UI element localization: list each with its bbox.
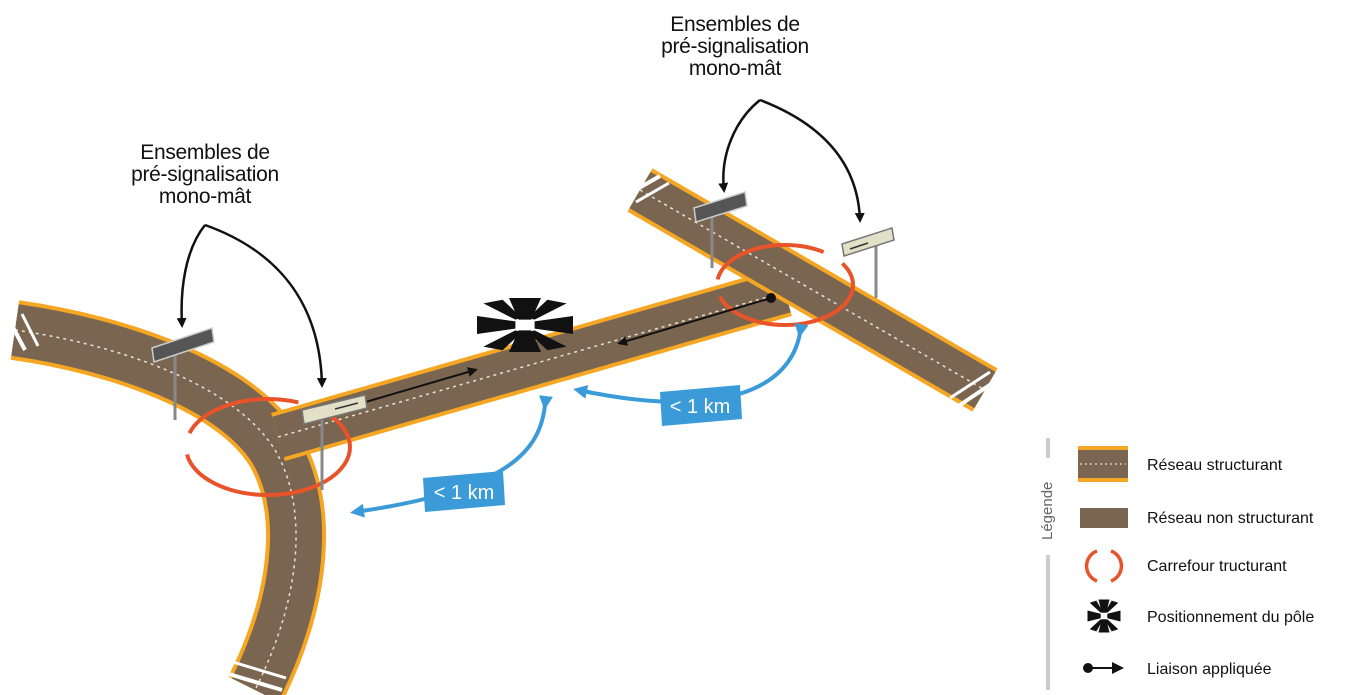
non-structuring-road-swatch bbox=[1080, 508, 1128, 528]
distance-badge-right: < 1 km bbox=[660, 385, 742, 426]
sign-left-dark bbox=[151, 327, 215, 420]
distance-arrow-left bbox=[350, 395, 553, 518]
road-end-cap bbox=[221, 670, 283, 692]
legend-label: Positionnement du pôle bbox=[1147, 609, 1314, 626]
callout-line: Ensembles de bbox=[140, 141, 270, 164]
red-ring-icon bbox=[1084, 549, 1124, 583]
legend-title: Légende bbox=[1039, 482, 1056, 540]
sign-right-light bbox=[841, 227, 895, 298]
pole-burst-icon bbox=[477, 298, 573, 352]
callout-line: pré-signalisation bbox=[131, 163, 279, 186]
sign-right-dark bbox=[693, 191, 748, 268]
dot-arrow-icon bbox=[1083, 662, 1124, 674]
distance-label: < 1 km bbox=[670, 396, 731, 418]
legend-label: Réseau structurant bbox=[1147, 457, 1283, 474]
callout-line: mono-mât bbox=[688, 57, 782, 80]
road-end-cap bbox=[6, 317, 27, 351]
left-crossroad-ring bbox=[184, 397, 352, 497]
distance-label: < 1 km bbox=[434, 482, 495, 504]
distance-badge-left: < 1 km bbox=[423, 471, 505, 512]
legend-label: Liaison appliquée bbox=[1147, 661, 1272, 678]
callout-arrow-right-b bbox=[759, 98, 865, 223]
legend-label: Carrefour tructurant bbox=[1147, 558, 1287, 575]
callout-line: Ensembles de bbox=[670, 13, 800, 36]
callout-arrow-left-a bbox=[176, 224, 206, 328]
legend: Légende Réseau structurant Réseau non st… bbox=[1039, 438, 1314, 690]
road-end-cap bbox=[958, 376, 1002, 407]
legend-label: Réseau non structurant bbox=[1147, 510, 1314, 527]
pole-burst-icon bbox=[1087, 599, 1121, 633]
callout-line: pré-signalisation bbox=[661, 35, 809, 58]
callout-line: mono-mât bbox=[158, 185, 252, 208]
callout-arrow-right-a bbox=[718, 99, 761, 193]
callout-label-right: Ensembles de pré-signalisation mono-mât bbox=[630, 14, 840, 80]
road-end-cap bbox=[624, 174, 661, 198]
structuring-road-swatch bbox=[1078, 446, 1128, 482]
callout-label-left: Ensembles de pré-signalisation mono-mât bbox=[100, 142, 310, 208]
callout-arrow-left-b bbox=[204, 223, 327, 388]
